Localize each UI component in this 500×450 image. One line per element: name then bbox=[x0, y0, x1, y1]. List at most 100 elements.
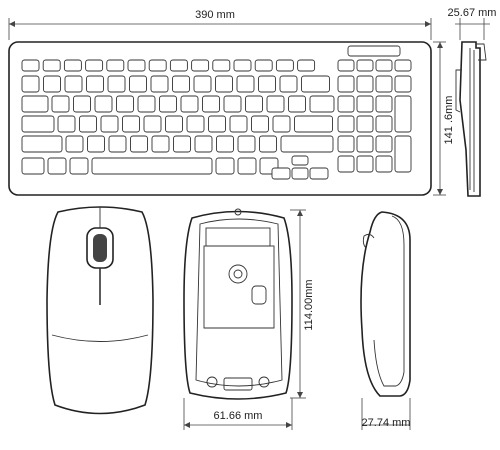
keyboard-key bbox=[208, 115, 226, 133]
optical-sensor bbox=[228, 264, 248, 284]
keyboard-key bbox=[215, 75, 233, 93]
keyboard-key bbox=[108, 135, 127, 153]
keyboard-top-view: 390 mm 141 .6mm bbox=[8, 9, 455, 196]
keyboard-key bbox=[91, 157, 213, 175]
keyboard-key bbox=[223, 95, 242, 113]
keyboard-key bbox=[229, 115, 248, 133]
keyboard-key bbox=[193, 75, 212, 93]
keyboard-key bbox=[297, 59, 316, 72]
keyboard-key bbox=[237, 157, 257, 175]
keyboard-key bbox=[150, 75, 169, 93]
keyboard-key bbox=[159, 95, 177, 113]
keyboard-key bbox=[129, 75, 147, 93]
mouse-bottom-view: 114.00mm 61.66 mm bbox=[183, 208, 315, 430]
keyboard-key bbox=[237, 135, 256, 153]
keyboard-key bbox=[180, 95, 199, 113]
keyboard-key bbox=[394, 59, 412, 72]
keyboard-keys bbox=[21, 45, 412, 180]
keyboard-key bbox=[356, 75, 374, 93]
keyboard-key bbox=[394, 135, 412, 173]
keyboard-key bbox=[251, 115, 269, 133]
keyboard-key bbox=[275, 59, 294, 72]
keyboard-key bbox=[375, 59, 393, 72]
keyboard-key bbox=[294, 115, 333, 133]
keyboard-key bbox=[291, 155, 309, 166]
keyboard-key bbox=[216, 135, 234, 153]
keyboard-key bbox=[272, 115, 291, 133]
keyboard-key bbox=[51, 95, 70, 113]
keyboard-key bbox=[356, 95, 374, 113]
mouse-foot-left bbox=[206, 376, 218, 388]
keyboard-side-view: 25.67 mm bbox=[448, 7, 497, 197]
keyboard-key bbox=[254, 59, 273, 72]
keyboard-key bbox=[173, 135, 191, 153]
keyboard-key bbox=[122, 115, 140, 133]
keyboard-key bbox=[194, 135, 213, 153]
keyboard-key bbox=[337, 75, 355, 93]
keyboard-key bbox=[356, 155, 374, 173]
mouse-foot-right bbox=[258, 376, 270, 388]
keyboard-key bbox=[394, 95, 412, 133]
mouse-side-scroll-wheel bbox=[362, 233, 375, 249]
keyboard-key bbox=[85, 59, 104, 72]
keyboard-key bbox=[148, 59, 167, 72]
keyboard-key bbox=[266, 95, 285, 113]
keyboard-width-label: 390 mm bbox=[195, 9, 235, 21]
keyboard-key bbox=[215, 157, 235, 175]
keyboard-key bbox=[21, 59, 40, 72]
keyboard-key bbox=[116, 95, 134, 113]
keyboard-key bbox=[337, 135, 355, 153]
keyboard-key bbox=[106, 59, 125, 72]
receiver-slot bbox=[223, 377, 253, 391]
keyboard-key bbox=[202, 95, 220, 113]
keyboard-key bbox=[169, 59, 188, 72]
keyboard-key bbox=[309, 167, 329, 180]
keyboard-key bbox=[356, 59, 374, 72]
keyboard-key bbox=[47, 157, 67, 175]
keyboard-key bbox=[301, 75, 330, 93]
keyboard-key bbox=[127, 59, 146, 72]
keyboard-key bbox=[375, 135, 393, 153]
keyboard-key bbox=[107, 75, 126, 93]
keyboard-key bbox=[137, 95, 156, 113]
mouse-side-body bbox=[360, 211, 411, 397]
keyboard-key bbox=[151, 135, 170, 153]
keyboard-key bbox=[271, 167, 291, 180]
keyboard-key bbox=[69, 157, 89, 175]
keyboard-key bbox=[186, 115, 205, 133]
keyboard-height-label: 141 .6mm bbox=[443, 96, 455, 145]
keyboard-key bbox=[21, 115, 55, 133]
keyboard-key bbox=[280, 135, 334, 153]
keyboard-key bbox=[375, 95, 393, 113]
keyboard-key bbox=[172, 75, 190, 93]
keyboard-key bbox=[375, 155, 393, 173]
keyboard-key bbox=[245, 95, 263, 113]
keyboard-key bbox=[212, 59, 231, 72]
keyboard-key bbox=[356, 115, 374, 133]
keyboard-key bbox=[21, 95, 49, 113]
keyboard-key bbox=[79, 115, 97, 133]
keyboard-key bbox=[258, 75, 276, 93]
mouse-top-view bbox=[46, 206, 154, 415]
mouse-top-body bbox=[46, 206, 154, 415]
keyboard-key bbox=[100, 115, 119, 133]
power-switch bbox=[251, 285, 267, 305]
mouse-bottom-body bbox=[183, 210, 293, 400]
keyboard-depth-label: 25.67 mm bbox=[448, 7, 497, 19]
keyboard-key bbox=[337, 115, 355, 133]
keyboard-key bbox=[279, 75, 298, 93]
keyboard-key bbox=[375, 115, 393, 133]
keyboard-key bbox=[259, 135, 277, 153]
keyboard-key bbox=[165, 115, 183, 133]
keyboard-key bbox=[43, 75, 61, 93]
keyboard-key bbox=[236, 75, 255, 93]
keyboard-key bbox=[63, 59, 82, 72]
keyboard-key bbox=[337, 155, 355, 173]
keyboard-key bbox=[87, 135, 105, 153]
mouse-side-view: 27.74 mm bbox=[360, 211, 411, 430]
keyboard-key bbox=[21, 135, 63, 153]
keyboard-key bbox=[21, 75, 40, 93]
keyboard-key bbox=[394, 75, 412, 93]
